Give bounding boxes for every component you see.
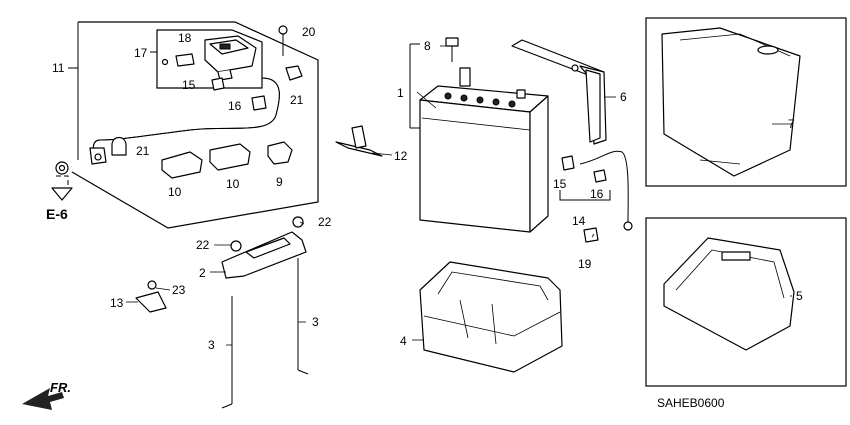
callout-15a: 15 [182,78,196,92]
rods [221,258,309,409]
box-7 [645,17,847,187]
callout-3a: 3 [208,338,215,352]
callout-5: 5 [796,289,803,303]
callout-10a: 10 [168,185,182,199]
fuse-box [204,35,257,81]
callout-21b: 21 [290,93,304,107]
callout-11: 11 [52,61,65,75]
callout-16b: 16 [590,187,604,201]
callout-18: 18 [178,31,192,45]
cable-assembly-group [51,21,319,229]
box-5 [645,217,847,387]
callout-10b: 10 [226,177,240,191]
callout-23: 23 [172,283,186,297]
callout-22a: 22 [196,238,210,252]
battery-tray [419,261,563,373]
callout-2: 2 [199,266,206,280]
callout-3b: 3 [312,315,319,329]
leader-lines [126,45,792,346]
bracket-13 [135,280,167,313]
battery-caps [444,92,516,108]
callout-4: 4 [400,334,407,348]
callout-17: 17 [134,46,148,60]
callout-22b: 22 [318,215,332,229]
callout-13: 13 [110,296,124,310]
callout-1: 1 [397,86,404,100]
ref-section-label: E-6 [46,206,68,222]
ground-cable [559,150,633,243]
callout-19: 19 [578,257,592,271]
diagram-code: SAHEB0600 [657,396,725,410]
callout-8: 8 [424,39,431,53]
callout-14: 14 [572,214,586,228]
callout-21a: 21 [136,144,150,158]
callout-7: 7 [788,117,795,131]
callout-20: 20 [302,25,316,39]
callouts: 1 2 3 3 4 5 6 7 8 9 10 10 11 12 13 14 15… [52,25,803,352]
callout-9: 9 [276,175,283,189]
callout-16a: 16 [228,99,242,113]
hold-down-bracket [221,216,307,279]
callout-15b: 15 [553,177,567,191]
callout-12: 12 [394,149,408,163]
front-arrow [22,388,64,410]
front-label: FR. [50,380,71,395]
battery [409,37,549,233]
callout-6: 6 [620,90,627,104]
bracket-12 [335,125,383,157]
battery-holder-bracket [511,39,607,145]
